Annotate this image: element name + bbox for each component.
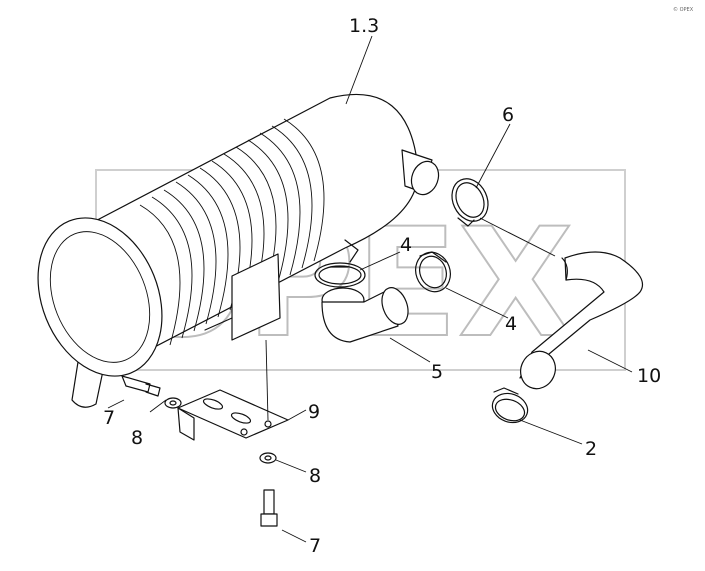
label-elbow-5: 5: [431, 361, 443, 383]
label-clamp-6: 6: [502, 104, 514, 126]
label-clamp-4-lower: 4: [505, 313, 517, 335]
label-bolt-7-left: 7: [103, 407, 115, 429]
elbow-5: [321, 287, 409, 343]
label-air-cleaner: 1.3: [349, 15, 379, 37]
label-hose-10: 10: [637, 365, 661, 387]
washer-8-bottom: [259, 452, 277, 464]
label-clamp-4-upper: 4: [400, 234, 412, 256]
bracket-9: [177, 389, 289, 441]
label-washer-8-left: 8: [131, 427, 143, 449]
washer-8-left: [164, 397, 182, 409]
label-bolt-7-bottom: 7: [309, 535, 321, 557]
bolt-7-left: [121, 375, 161, 397]
label-washer-8-bottom: 8: [309, 465, 321, 487]
hose-10: [519, 251, 644, 390]
label-bracket-9: 9: [308, 401, 320, 423]
clamp-6: [451, 178, 489, 227]
corner-mark: © OPEX: [673, 6, 694, 13]
leader-lines: [107, 35, 633, 543]
clamp-4-upper: [314, 262, 366, 288]
clamp-4-lower: [415, 251, 451, 293]
clamp-2: [491, 387, 529, 424]
air-cleaner: [37, 93, 440, 408]
label-clamp-2: 2: [585, 438, 597, 460]
bolt-7-bottom: [260, 489, 278, 527]
